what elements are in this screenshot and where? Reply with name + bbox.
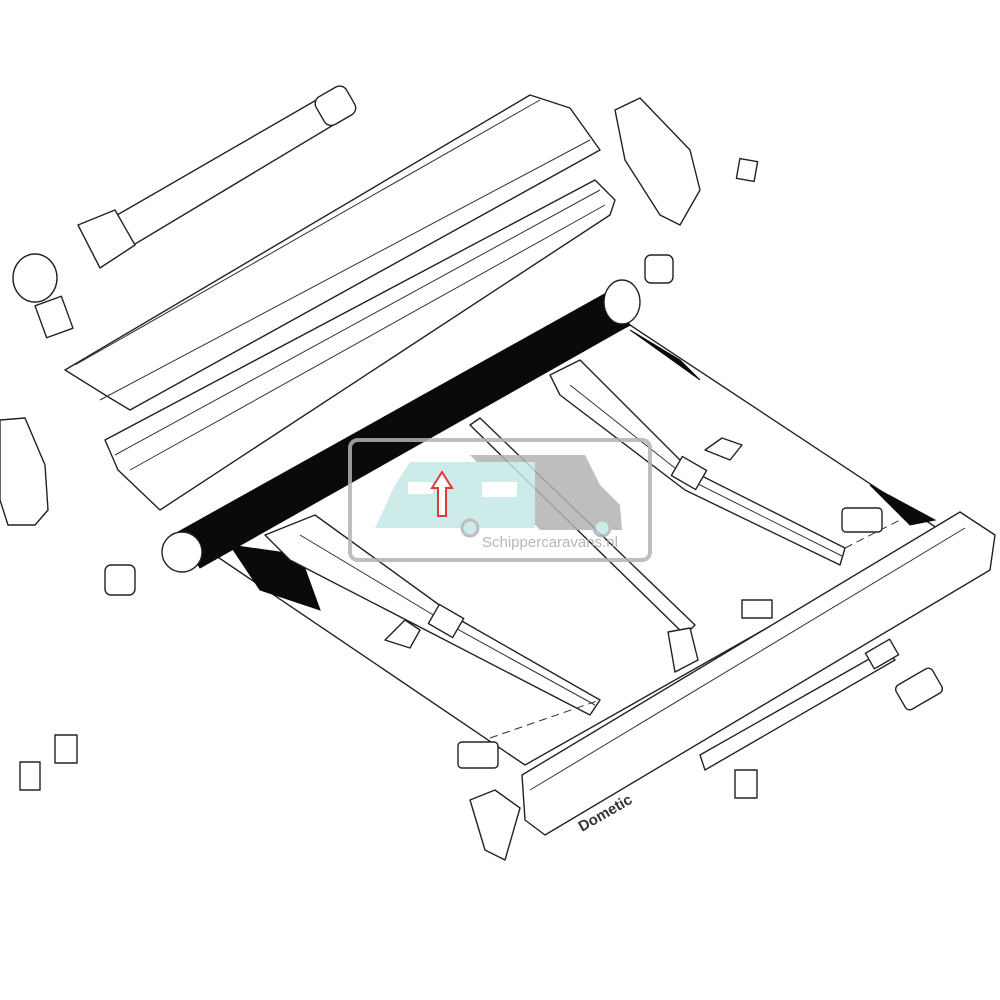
caravan-icon — [375, 462, 535, 528]
end-cap-left — [0, 417, 49, 526]
arm-left — [264, 514, 601, 716]
roller-bearing-left — [104, 564, 136, 596]
fabric-tab-right — [704, 437, 743, 461]
bracket-parts — [19, 507, 944, 799]
end-cap-right — [614, 97, 759, 226]
arrow-up-icon — [430, 470, 454, 517]
front-profile-bar — [521, 511, 996, 836]
rail-profile — [104, 179, 616, 511]
fabric-roller — [161, 279, 641, 573]
roller-bearing-right — [644, 254, 674, 284]
end-plug-left — [12, 253, 74, 339]
motor-tube — [77, 85, 357, 269]
assembly-guide-line — [844, 519, 901, 549]
watermark-text: Schippercaravans.nl — [482, 534, 618, 551]
tension-spring-bar — [699, 638, 900, 771]
watermark-logo: Schippercaravans.nl — [348, 438, 652, 562]
arm-right — [549, 359, 846, 566]
front-end-cap — [469, 789, 521, 861]
assembly-guide-line — [489, 699, 601, 739]
fabric-tab-left — [384, 619, 421, 649]
cover-hood — [64, 94, 601, 411]
